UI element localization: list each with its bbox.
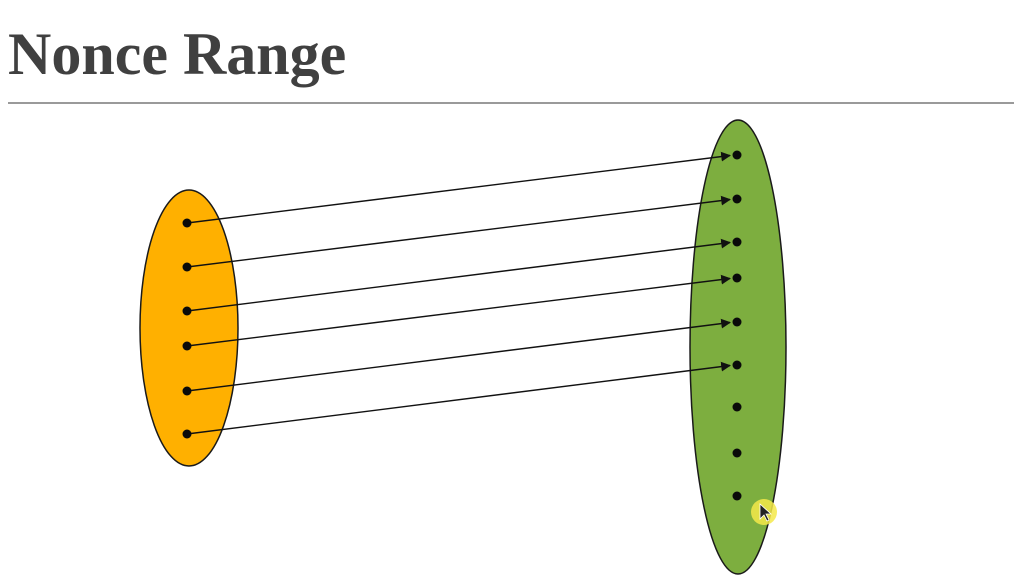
left-set-ellipse	[139, 189, 239, 467]
left-set-point-5	[182, 386, 192, 396]
left-set-point-2	[182, 262, 192, 272]
mapping-arrow-2	[186, 195, 731, 268]
mapping-arrow-5	[186, 318, 731, 392]
left-set-point-4	[182, 341, 192, 351]
left-set-point-6	[182, 429, 192, 439]
title-divider	[8, 102, 1014, 104]
slide-title: Nonce Range	[8, 21, 347, 87]
pointer-cursor-icon	[759, 503, 773, 522]
mapping-arrow-6	[186, 361, 731, 435]
mapping-arrow-1	[186, 151, 731, 224]
right-set-ellipse	[689, 119, 787, 575]
right-set-point-9	[732, 491, 742, 501]
mapping-arrows	[186, 151, 731, 435]
right-set-point-7	[732, 402, 742, 412]
left-set-point-3	[182, 306, 192, 316]
right-set-point-5	[732, 317, 742, 327]
mapping-arrow-4	[186, 274, 731, 347]
left-set-point-1	[182, 218, 192, 228]
right-set-point-1	[732, 150, 742, 160]
right-set-point-6	[732, 360, 742, 370]
right-set-point-2	[732, 194, 742, 204]
right-set-point-8	[732, 448, 742, 458]
mouse-cursor	[751, 499, 777, 525]
right-set-points	[732, 150, 742, 501]
mapping-arrow-3	[186, 238, 731, 312]
right-set-point-3	[732, 237, 742, 247]
left-set-points	[182, 218, 192, 439]
right-set-point-4	[732, 273, 742, 283]
